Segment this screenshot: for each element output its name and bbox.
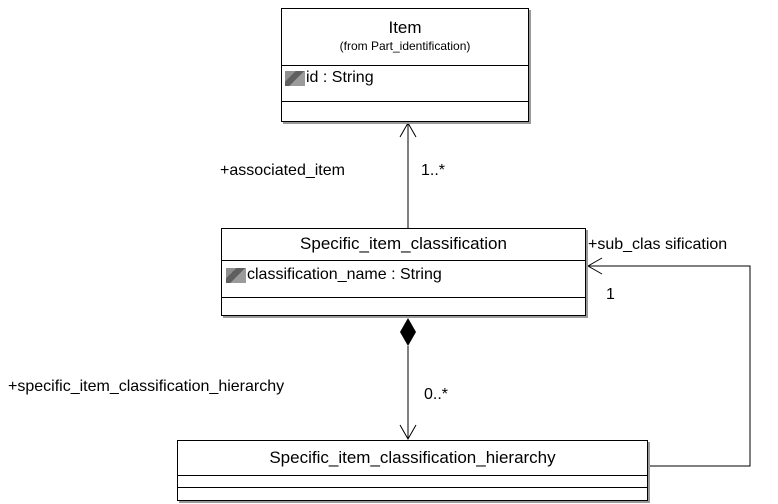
class-name: Specific_item_classification xyxy=(300,234,507,253)
attribute-row: id : String xyxy=(282,68,528,88)
attribute-text: id : String xyxy=(306,69,374,86)
operation-compartment xyxy=(222,297,585,315)
role-hierarchy: +specific_item_classification_hierarchy xyxy=(8,378,285,395)
class-package: (from Part_identification) xyxy=(339,39,471,53)
class-specific-item-classification[interactable]: Specific_item_classification classificat… xyxy=(221,228,586,316)
role-associated-item: +associated_item xyxy=(220,162,345,179)
attribute-compartment: classification_name : String xyxy=(222,260,585,297)
role-sub-classification: +sub_clas sification xyxy=(588,236,728,253)
class-specific-item-classification-hierarchy[interactable]: Specific_item_classification_hierarchy xyxy=(177,440,648,501)
attribute-icon xyxy=(285,70,305,86)
composition-diamond xyxy=(400,318,416,346)
sub-classification-arrowhead xyxy=(586,257,603,275)
attribute-icon xyxy=(226,267,246,283)
attribute-text: classification_name : String xyxy=(247,266,442,283)
multiplicity-hierarchy: 0..* xyxy=(424,386,449,403)
operation-compartment xyxy=(282,101,528,121)
sub-classification-line xyxy=(588,265,751,467)
associated-item-arrowhead xyxy=(399,121,417,138)
attribute-compartment: id : String xyxy=(282,65,528,101)
class-name: Specific_item_classification_hierarchy xyxy=(269,448,556,467)
class-name: Item xyxy=(388,18,422,37)
hierarchy-arrowhead xyxy=(399,424,417,441)
operation-compartment xyxy=(178,487,647,499)
attribute-compartment xyxy=(178,475,647,487)
attribute-row: classification_name : String xyxy=(222,265,585,285)
multiplicity-associated-item: 1..* xyxy=(421,162,446,179)
multiplicity-sub-classification: 1 xyxy=(606,286,615,303)
class-item[interactable]: Item (from Part_identification) id : Str… xyxy=(281,8,529,122)
